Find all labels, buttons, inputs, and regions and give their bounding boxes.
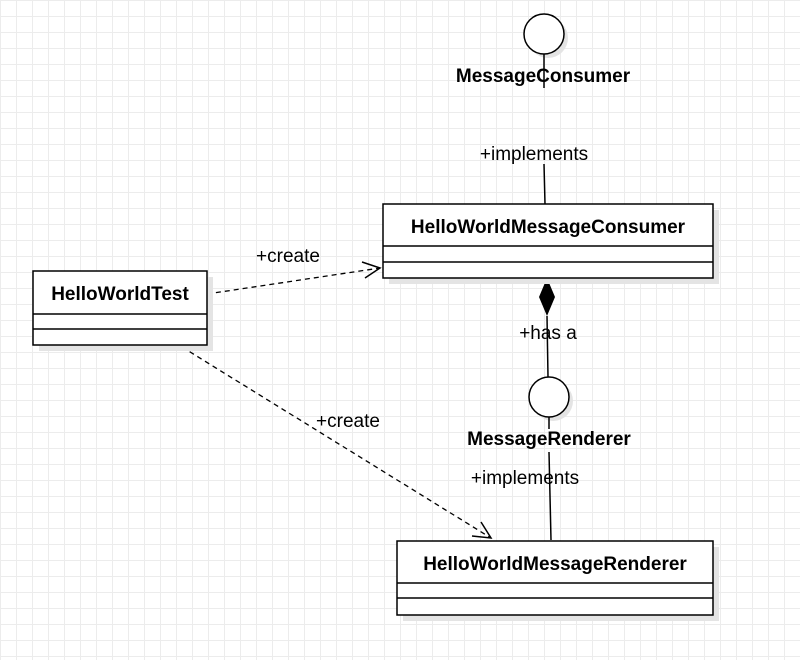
realization-line: [548, 451, 552, 541]
realization-line: [543, 163, 546, 205]
interface-label-message-renderer: MessageRenderer: [467, 429, 631, 450]
open-arrowhead-icon: [361, 261, 382, 279]
implements-label: +implements: [471, 468, 579, 489]
create-label: +create: [316, 411, 380, 432]
class-box: [396, 540, 714, 616]
class-hello-world-test[interactable]: HelloWorldTest: [32, 270, 213, 351]
dependency-create-consumer[interactable]: +create: [206, 246, 382, 295]
open-arrowhead-icon: [471, 521, 493, 539]
class-box: [32, 270, 208, 346]
composition-has-a[interactable]: +has a: [519, 278, 577, 378]
composition-diamond-icon: [539, 278, 555, 316]
implements-label: +implements: [480, 144, 588, 165]
class-name: HelloWorldMessageConsumer: [411, 217, 686, 238]
create-label: +create: [256, 246, 320, 267]
class-box: [382, 203, 714, 279]
class-hello-world-message-consumer[interactable]: HelloWorldMessageConsumer: [382, 203, 719, 284]
interface-circle-icon: [528, 376, 570, 418]
class-name: HelloWorldTest: [51, 284, 189, 305]
class-name: HelloWorldMessageRenderer: [423, 554, 687, 575]
dependency-line: [206, 267, 381, 295]
composition-line: [546, 315, 549, 378]
realization-consumer[interactable]: +implements: [480, 54, 588, 205]
realization-renderer[interactable]: +implements: [471, 417, 579, 541]
interface-circle-icon: [523, 13, 565, 55]
dependency-create-renderer[interactable]: +create: [181, 346, 493, 539]
dependency-line: [181, 346, 492, 539]
interface-message-renderer[interactable]: MessageRenderer: [467, 376, 631, 450]
has-a-label: +has a: [519, 323, 577, 344]
class-hello-world-message-renderer[interactable]: HelloWorldMessageRenderer: [396, 540, 719, 621]
